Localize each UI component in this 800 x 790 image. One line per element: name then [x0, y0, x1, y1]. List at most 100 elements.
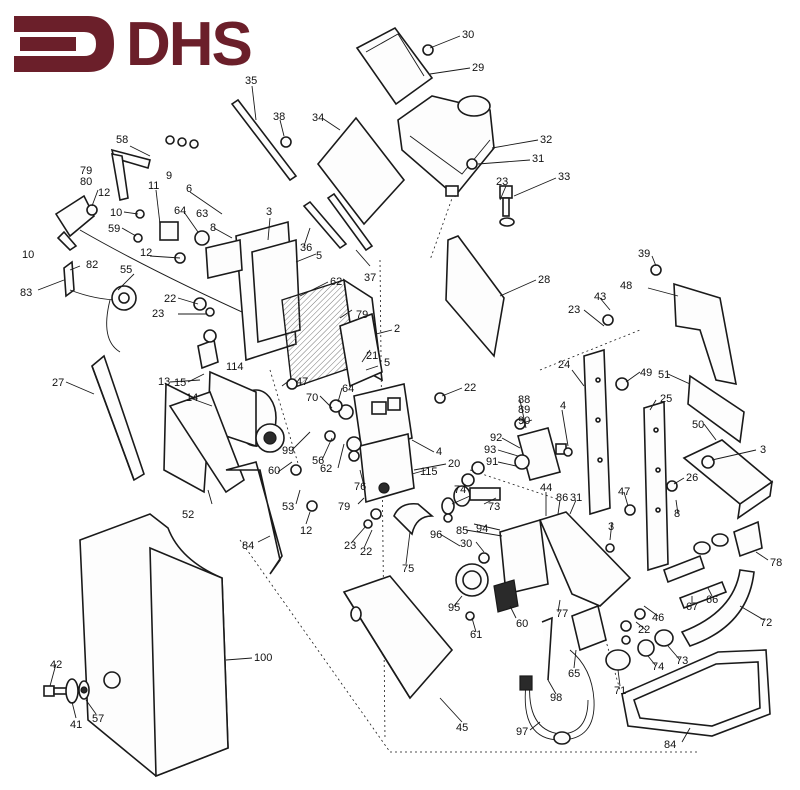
callout-label: 75 [402, 563, 414, 575]
callout-label: 91 [486, 456, 498, 468]
callout-label: 33 [558, 171, 570, 183]
igniter-rod [302, 192, 374, 252]
callout-label: 22 [638, 624, 650, 636]
callout-label: 4 [436, 446, 442, 458]
callout-label: 84 [242, 540, 254, 552]
callout-label: 97 [516, 726, 528, 738]
callout-label: 8 [674, 508, 680, 520]
side-panel [445, 235, 505, 358]
callout-label: 83 [20, 287, 32, 299]
callout-label: 99 [282, 445, 294, 457]
bolt [499, 185, 515, 227]
callout-label: 60 [268, 465, 280, 477]
callout-label: 5 [316, 250, 322, 262]
top-cover-plate [355, 26, 434, 106]
pressure-gauge [455, 563, 489, 597]
callout-label: 115 [420, 466, 438, 478]
valve-stand [493, 511, 632, 613]
callout-label: 72 [760, 617, 772, 629]
callout-label: 93 [484, 444, 496, 456]
callout-label: 55 [120, 264, 132, 276]
callout-label: 47 [618, 486, 630, 498]
callout-label: 30 [460, 538, 472, 550]
callout-label: 21 [366, 350, 378, 362]
callout-label: 45 [456, 722, 468, 734]
callout-label: 39 [638, 248, 650, 260]
callout-label: 22 [164, 293, 176, 305]
callout-label: 26 [686, 472, 698, 484]
callout-label: 29 [472, 62, 484, 74]
callout-label: 15 [174, 377, 186, 389]
callout-label: 42 [50, 659, 62, 671]
dhs-logo-text: DHS [126, 10, 253, 79]
right-bracket [673, 282, 738, 386]
callout-label: 51 [658, 369, 670, 381]
callout-label: 14 [186, 392, 198, 404]
dhs-logo-mark [14, 16, 114, 72]
callout-label: 92 [490, 432, 502, 444]
callout-label: 57 [92, 713, 104, 725]
callout-label: 37 [364, 272, 376, 284]
callout-label: 4 [560, 400, 566, 412]
callout-label: 8 [210, 222, 216, 234]
callout-label: 84 [664, 739, 676, 751]
callout-label: 31 [570, 492, 582, 504]
callout-label: 66 [706, 594, 718, 606]
callout-label: 60 [516, 618, 528, 630]
callout-label: 79 [356, 309, 368, 321]
pump-motor [106, 285, 137, 353]
callout-label: 49 [640, 367, 652, 379]
callout-label: 6 [186, 183, 192, 195]
callout-label: 53 [282, 501, 294, 513]
control-block [324, 383, 415, 504]
callout-label: 28 [538, 274, 550, 286]
gas-manifold [663, 520, 763, 610]
callout-label: 59 [108, 223, 120, 235]
callout-label: 13 [158, 376, 170, 388]
callout-label: 80 [80, 176, 92, 188]
callout-label: 24 [558, 359, 570, 371]
callout-label: 25 [660, 393, 672, 405]
base-tray [342, 575, 454, 700]
callout-label: 67 [686, 601, 698, 613]
callout-label: 65 [568, 668, 580, 680]
callout-label: 3 [266, 206, 272, 218]
callout-label: 23 [496, 176, 508, 188]
callout-label: 36 [300, 242, 312, 254]
flue-hood [397, 95, 495, 198]
callout-label: 23 [344, 540, 356, 552]
callout-label: 73 [488, 501, 500, 513]
callout-label: 43 [594, 291, 606, 303]
callout-label: 88 [518, 394, 530, 406]
callout-label: 3 [608, 521, 614, 533]
callout-label: 12 [140, 247, 152, 259]
callout-label: 34 [312, 112, 324, 124]
cabinet-side-panel [91, 354, 145, 482]
pipe-elbow [393, 502, 435, 536]
callout-label: 78 [770, 557, 782, 569]
callout-label: 61 [470, 629, 482, 641]
callout-label: 79 [80, 165, 92, 177]
callout-label: 5 [384, 357, 390, 369]
long-rod [230, 98, 298, 182]
callout-label: 98 [550, 692, 562, 704]
flex-pipe [680, 569, 755, 647]
callout-label: 44 [540, 482, 552, 494]
callout-label: 86 [556, 492, 568, 504]
support-rails [583, 348, 669, 572]
callout-label: 62 [330, 276, 342, 288]
callout-label: 85 [456, 525, 468, 537]
outer-casing [79, 513, 229, 778]
callout-label: 74 [454, 484, 466, 496]
support-frame [621, 649, 771, 737]
callout-label: 77 [556, 608, 568, 620]
callout-label: 100 [254, 652, 272, 664]
callout-label: 30 [462, 29, 474, 41]
dhs-logo: DHS [8, 6, 280, 82]
access-panel [316, 116, 406, 226]
callout-label: 11 [148, 180, 159, 192]
thermocouple-lead [519, 616, 595, 745]
callout-label: 31 [532, 153, 544, 165]
callout-labels: 30 29 35 38 34 32 31 23 33 58 79 80 12 1… [20, 29, 782, 751]
